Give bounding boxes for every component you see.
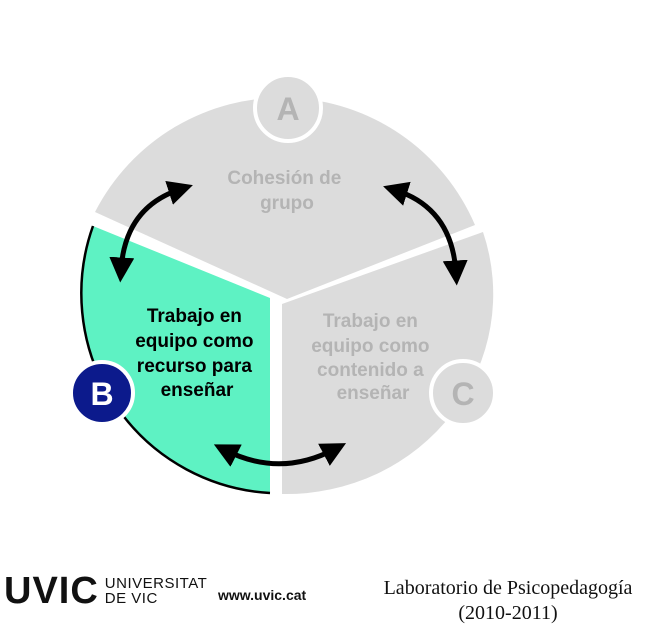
segment-a-line: Cohesión de [227, 168, 341, 189]
website-link[interactable]: www.uvic.cat [218, 587, 307, 603]
segment-a-line: grupo [260, 193, 314, 214]
badge-b: B [69, 360, 135, 426]
lab-years: (2010-2011) [458, 602, 558, 624]
segment-b-label: Trabajo en equipo como recurso para ense… [135, 306, 259, 401]
logo-subtitle-line: DE VIC [104, 590, 158, 607]
segment-c-line: enseñar [337, 383, 410, 404]
footer: UVIC UNIVERSITAT DE VIC www.uvic.cat Lab… [0, 560, 648, 630]
segment-b-line: recurso para [137, 356, 253, 377]
lab-caption: Laboratorio de Psicopedagogía (2010-2011… [372, 576, 644, 626]
logo-mark: UVIC [4, 570, 99, 612]
cycle-diagram: A C B Cohesión de grupo Trabajo en equip… [69, 73, 497, 495]
badge-c: C [429, 359, 497, 427]
double-arrow-icon-a-c [383, 181, 468, 286]
badge-b-letter: B [90, 376, 113, 412]
segment-c-line: Trabajo en [323, 311, 418, 332]
logo-subtitle: UNIVERSITAT DE VIC [105, 576, 207, 606]
double-arrow-icon-a-b [109, 180, 193, 283]
logo-subtitle-line: UNIVERSITAT [104, 575, 208, 592]
badge-c-letter: C [451, 376, 474, 412]
segment-b-line: equipo como [135, 331, 253, 352]
segment-b-line: enseñar [161, 380, 234, 401]
uvic-logo: UVIC UNIVERSITAT DE VIC [4, 572, 207, 610]
double-arrow-icon-b-c [213, 443, 347, 467]
segment-a-label: Cohesión de grupo [227, 168, 346, 214]
segment-b-line: Trabajo en [147, 306, 242, 327]
segment-c-line: contenido a [317, 360, 424, 381]
segment-c-label: Trabajo en equipo como contenido a enseñ… [311, 311, 435, 404]
lab-name: Laboratorio de Psicopedagogía [383, 577, 633, 599]
badge-a: A [253, 73, 323, 143]
segment-c [282, 232, 494, 495]
badge-a-letter: A [276, 91, 299, 127]
segment-b [81, 226, 270, 493]
segment-c-line: equipo como [311, 336, 429, 357]
